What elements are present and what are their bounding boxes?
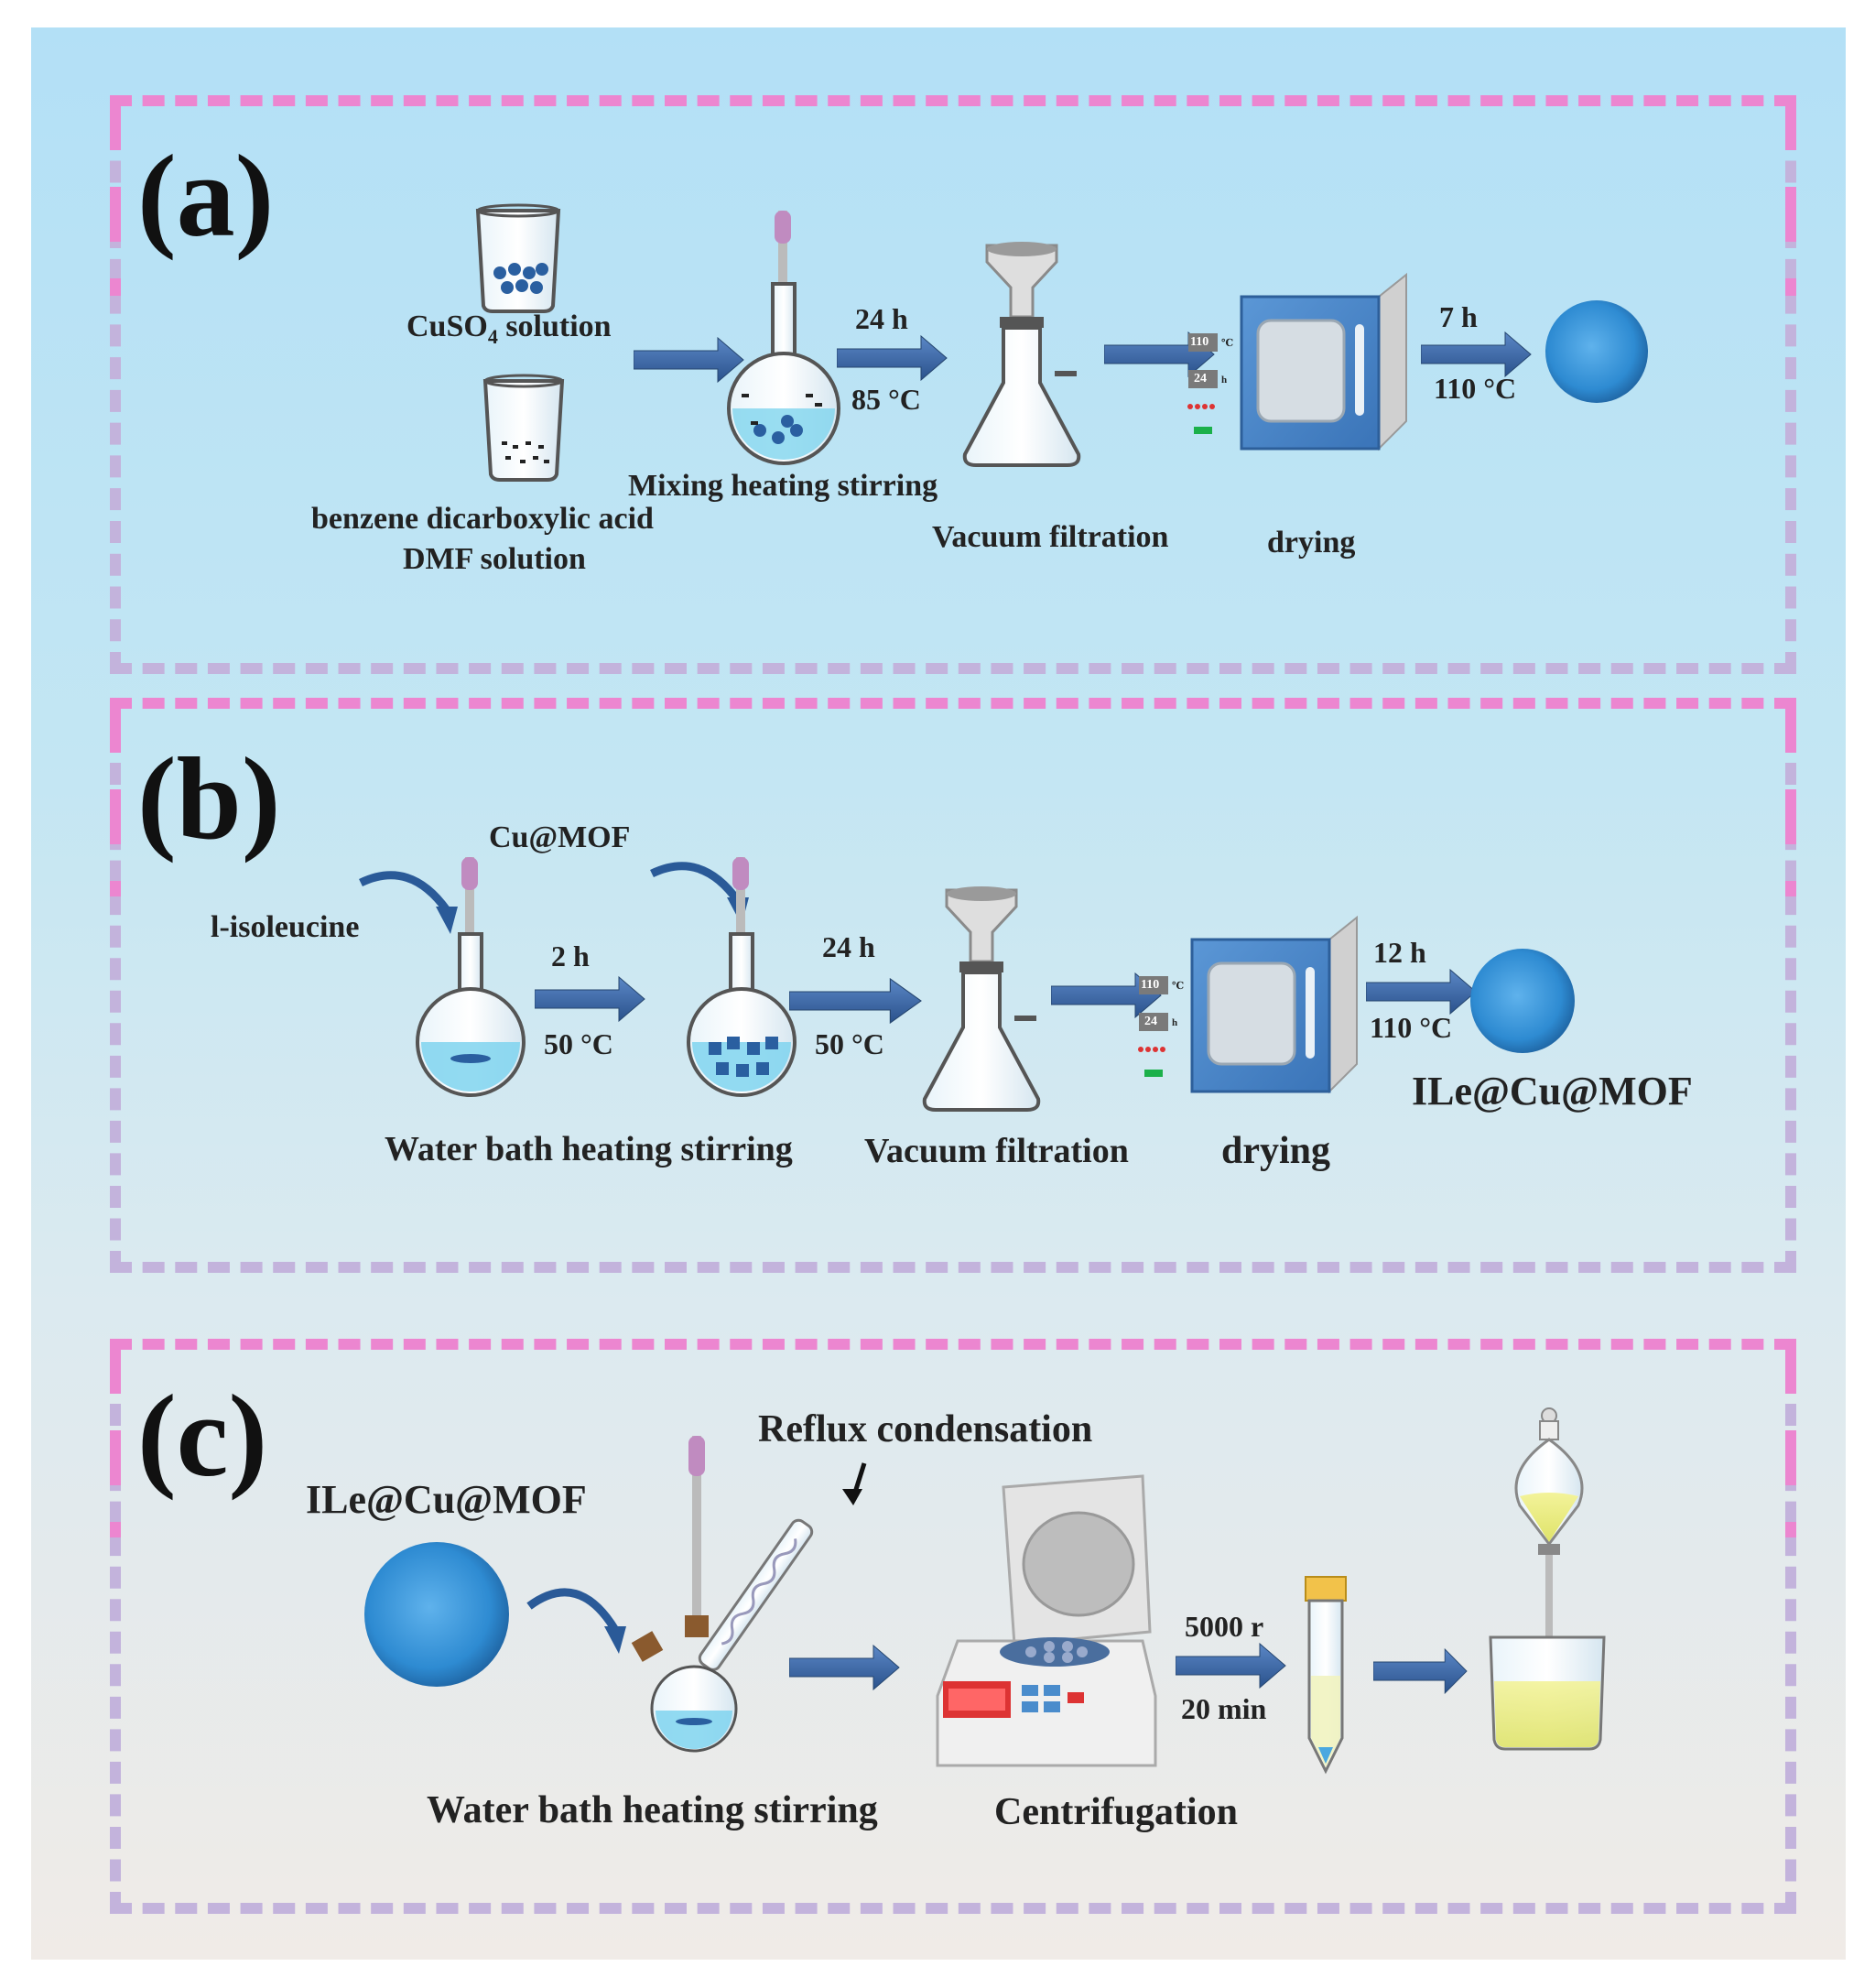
- reflux-label: Reflux condensation: [758, 1408, 1093, 1450]
- b-product-label: ILe@Cu@MOF: [1412, 1069, 1693, 1113]
- acid-label: benzene dicarboxylic acid: [311, 502, 654, 536]
- arrow-c1: [789, 1645, 900, 1690]
- cuso4-label: CuSO4 solution: [406, 310, 612, 348]
- curved-arrow-3-icon: [526, 1588, 626, 1654]
- three-neck-flask-icon: [631, 1436, 814, 1753]
- a-time1: 24 h: [855, 302, 908, 335]
- b-time2: 24 h: [822, 930, 875, 963]
- arrow-b2: [789, 978, 922, 1024]
- ile-cu-mof-powder-icon-c: [364, 1542, 509, 1687]
- reagent-cu-mof: Cu@MOF: [489, 820, 631, 854]
- b-temp1: 50 °C: [544, 1027, 613, 1060]
- b-time1: 2 h: [551, 940, 590, 972]
- dmf-label: DMF solution: [403, 542, 586, 576]
- arrow-c3: [1373, 1648, 1468, 1694]
- centrifuge-icon: [936, 1474, 1157, 1767]
- arrow-b1: [535, 976, 645, 1022]
- b-temp2: 50 °C: [815, 1027, 884, 1060]
- a-drying-label: drying: [1267, 526, 1356, 559]
- curved-arrow-1-icon: [359, 871, 458, 934]
- separatory-funnel-beaker-icon: [1489, 1407, 1606, 1751]
- beaker-acid-icon: [482, 374, 565, 482]
- panel-a-frame: [110, 95, 1796, 674]
- b-stirring-label: Water bath heating stirring: [385, 1130, 793, 1168]
- panel-b-frame: [110, 698, 1796, 1273]
- oven-icon-b: [1136, 916, 1359, 1093]
- b-oven-unit-time: h: [1172, 1017, 1178, 1028]
- arrow-a4: [1421, 331, 1532, 377]
- centrifugation-label: Centrifugation: [994, 1791, 1238, 1833]
- a-temp1: 85 °C: [851, 383, 921, 416]
- c-product-label: ILe@Cu@MOF: [306, 1477, 587, 1522]
- b-oven-time: 24: [1144, 1015, 1157, 1028]
- vacuum-flask-icon-b: [927, 890, 1046, 1113]
- a-oven-time: 24: [1194, 372, 1207, 386]
- arrow-a2: [837, 335, 948, 381]
- mixing-label: Mixing heating stirring: [628, 469, 938, 503]
- b-time3: 12 h: [1373, 936, 1426, 969]
- b-drying-label: drying: [1221, 1130, 1331, 1172]
- reflux-pointer-icon: [842, 1462, 867, 1505]
- panel-c-frame: [110, 1339, 1796, 1914]
- panel-c-label: (c): [137, 1371, 268, 1501]
- beaker-cuso4-icon: [475, 203, 561, 313]
- c-duration: 20 min: [1181, 1692, 1267, 1725]
- arrow-b4: [1366, 969, 1477, 1015]
- a-time2: 7 h: [1439, 300, 1478, 333]
- reagent-isoleucine: l-isoleucine: [211, 910, 360, 944]
- mixing-flask-icon: [727, 211, 840, 465]
- a-temp2: 110 °C: [1434, 372, 1517, 405]
- b-oven-temp: 110: [1141, 978, 1160, 992]
- panel-a-label: (a): [137, 131, 275, 261]
- b-oven-unit-temp: ℃: [1172, 981, 1185, 992]
- flask-b2-icon: [687, 857, 797, 1097]
- a-filtration-label: Vacuum filtration: [932, 520, 1169, 554]
- b-temp3: 110 °C: [1370, 1011, 1453, 1044]
- b-filtration-label: Vacuum filtration: [864, 1132, 1129, 1170]
- ile-cu-mof-powder-icon-b: [1470, 949, 1575, 1053]
- oven-icon-a: [1186, 273, 1408, 451]
- cu-mof-powder-icon: [1545, 300, 1648, 403]
- a-oven-unit-temp: ℃: [1221, 338, 1234, 349]
- centrifuge-tube-icon: [1305, 1576, 1347, 1775]
- c-speed: 5000 r: [1185, 1610, 1264, 1643]
- c-stirring-label: Water bath heating stirring: [427, 1789, 878, 1831]
- a-oven-temp: 110: [1190, 335, 1209, 349]
- panel-b-label: (b): [137, 733, 281, 864]
- a-oven-unit-time: h: [1221, 375, 1228, 386]
- flask-b1-icon: [416, 857, 526, 1097]
- arrow-c2: [1176, 1643, 1286, 1689]
- vacuum-flask-icon-a: [967, 245, 1086, 469]
